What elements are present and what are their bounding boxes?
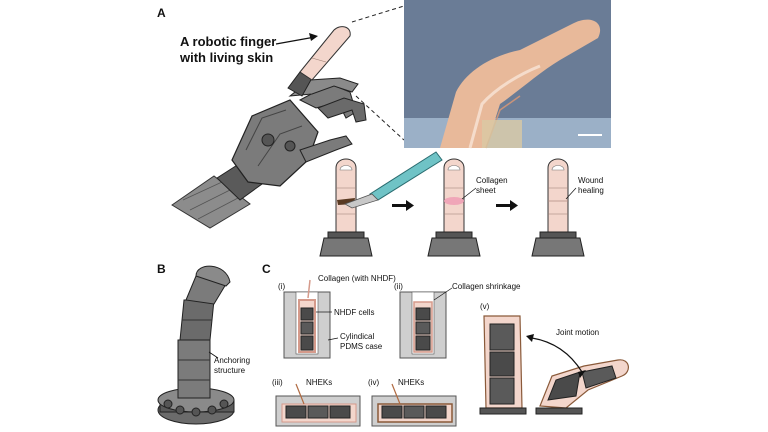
anchoring-line-1: Anchoring: [214, 356, 251, 365]
collagen-shrinkage-label: Collagen shrinkage: [452, 282, 521, 291]
scalpel-icon: [344, 151, 443, 209]
finger-injured: [319, 158, 373, 257]
joint-motion-label: Joint motion: [556, 328, 600, 337]
step-i-label: (i): [278, 282, 286, 291]
headline-arrow: [275, 33, 318, 45]
collagen-sheet-line-2: sheet: [476, 186, 496, 195]
pdms-case-label: Cylindical PDMS case: [340, 332, 382, 352]
nheks-iii-label: NHEKs: [306, 378, 333, 387]
zoom-lines: [351, 5, 405, 141]
step-v-label: (v): [480, 302, 490, 311]
step-v-diagram: [479, 315, 629, 415]
panel-b-letter: B: [157, 262, 166, 276]
anchoring-structure-label: Anchoring structure: [214, 356, 250, 376]
wound-sequence: [319, 151, 585, 257]
robot-hand-illustration: [171, 26, 367, 229]
collagen-sheet-line-1: Collagen: [476, 176, 508, 185]
headline-line-2: with living skin: [180, 50, 274, 65]
robot-finger-skeleton: [157, 265, 235, 425]
sequence-arrow-1: [392, 200, 414, 211]
step-ii-diagram: [399, 287, 453, 359]
panel-a-letter: A: [157, 6, 166, 20]
pdms-case-line-2: PDMS case: [340, 342, 383, 351]
wound-healing-line-1: Wound: [578, 176, 604, 185]
step-i-diagram: [283, 279, 339, 359]
step-iii-label: (iii): [272, 378, 283, 387]
collagen-nhdf-label: Collagen (with NHDF): [318, 274, 396, 283]
nheks-iv-label: NHEKs: [398, 378, 425, 387]
panel-a-headline: A robotic finger with living skin: [180, 34, 276, 66]
wound-healing-line-2: healing: [578, 186, 604, 195]
finger-healed: [531, 158, 585, 257]
sequence-arrow-2: [496, 200, 518, 211]
step-iv-diagram: [371, 383, 457, 427]
pdms-case-line-1: Cylindical: [340, 332, 375, 341]
step-iii-diagram: [275, 383, 361, 427]
finger-collagen-sheet: [427, 158, 481, 257]
collagen-sheet-label: Collagen sheet: [476, 176, 508, 196]
step-iv-label: (iv): [368, 378, 380, 387]
finger-photograph: [404, 0, 611, 149]
wound-healing-label: Wound healing: [578, 176, 604, 196]
nhdf-cells-label: NHDF cells: [334, 308, 375, 317]
panel-c-letter: C: [262, 262, 271, 276]
anchoring-line-2: structure: [214, 366, 246, 375]
step-ii-label: (ii): [394, 282, 403, 291]
headline-line-1: A robotic finger: [180, 34, 277, 49]
